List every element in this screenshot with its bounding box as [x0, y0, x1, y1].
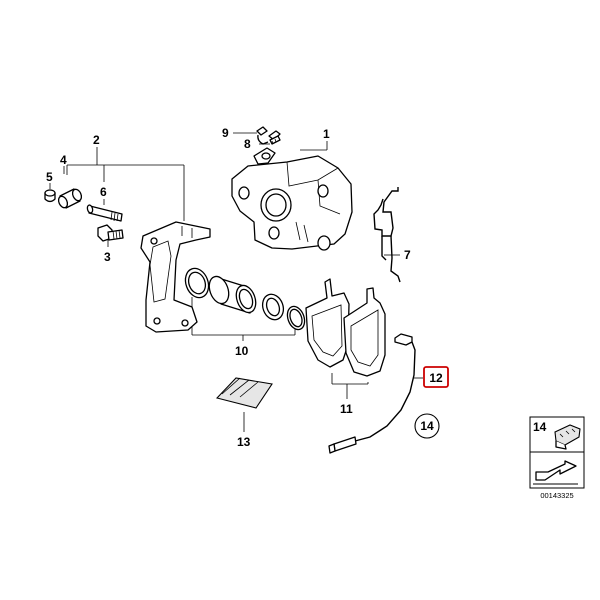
callout-1: 1 [323, 127, 330, 141]
inset-arrow-icon [533, 460, 578, 485]
callout-10: 10 [235, 344, 249, 358]
inset-number: 14 [533, 420, 547, 434]
part-12-wear-sensor [328, 333, 416, 454]
part-5-dust-cap [44, 189, 56, 203]
callout-numbers: 1 2 3 4 5 6 7 8 9 10 11 13 [46, 126, 411, 449]
callout-12: 12 [429, 371, 443, 385]
callout-9: 9 [222, 126, 229, 140]
callout-3: 3 [104, 250, 111, 264]
part-9-bleed-cap [256, 126, 269, 145]
callout-7: 7 [404, 248, 411, 262]
part-13-grease-packet [215, 377, 273, 409]
callout-4: 4 [60, 153, 67, 167]
inset-clip-icon [554, 424, 581, 450]
callout-13: 13 [237, 435, 251, 449]
callout-8: 8 [244, 137, 251, 151]
part-1-caliper-housing [231, 147, 353, 251]
part-7-anti-rattle-spring [373, 187, 401, 283]
callout-11: 11 [340, 402, 353, 416]
callout-6: 6 [100, 185, 107, 199]
callout-14: 14 [420, 419, 434, 433]
inset-panel: 14 [529, 416, 585, 489]
part-3-bolt [97, 224, 124, 242]
callout-5: 5 [46, 170, 53, 184]
part-4-guide-sleeve [57, 188, 83, 209]
callout-14-circle: 14 [414, 413, 440, 439]
part-11-brake-pad-set [305, 278, 386, 377]
part-8-bleed-screw [268, 130, 281, 145]
inset-code: 00143325 [540, 491, 573, 500]
part-6-guide-pin [86, 204, 123, 222]
part-2-caliper-carrier [140, 221, 211, 333]
callout-12-highlight: 12 [423, 366, 449, 388]
callout-2: 2 [93, 133, 100, 147]
part-10-piston-seal-kit [184, 267, 306, 331]
